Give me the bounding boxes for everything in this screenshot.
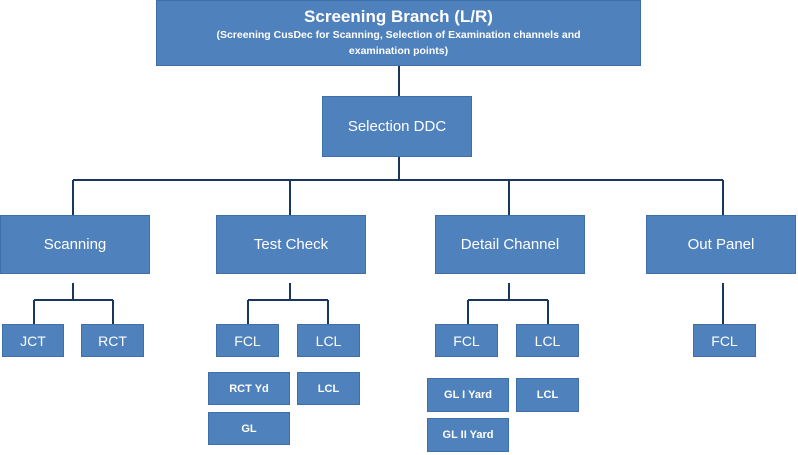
detail-channel-gl-ii-yard-box: GL II Yard [427,418,509,452]
selection-ddc-label: Selection DDC [347,118,447,135]
detail-channel-lcl-label: LCL [534,332,561,349]
detail-channel-box: Detail Channel [435,215,585,274]
selection-ddc-box: Selection DDC [322,96,472,157]
test-check-label: Test Check [253,236,329,253]
test-check-box: Test Check [216,215,366,274]
scanning-jct-label: JCT [20,332,46,349]
test-check-lcl-sub-label: LCL [317,382,340,395]
test-check-fcl-label: FCL [234,332,261,349]
test-check-lcl-box: LCL [297,324,360,357]
screening-branch-subtitle-line2: examination points) [348,45,449,57]
detail-channel-label: Detail Channel [460,236,560,253]
screening-branch-box: Screening Branch (L/R) (Screening CusDec… [156,0,641,66]
test-check-rct-yd-label: RCT Yd [229,382,269,395]
out-panel-label: Out Panel [687,236,755,253]
detail-channel-fcl-label: FCL [453,332,480,349]
scanning-label: Scanning [43,236,107,253]
scanning-jct-box: JCT [2,324,64,357]
out-panel-fcl-label: FCL [711,332,738,349]
out-panel-fcl-box: FCL [693,324,756,357]
detail-channel-lcl-sub-label: LCL [536,389,559,401]
detail-channel-gl-i-yard-label: GL I Yard [444,389,492,401]
scanning-rct-label: RCT [98,332,127,349]
screening-branch-title: Screening Branch (L/R) [304,7,493,26]
detail-channel-fcl-box: FCL [435,324,498,357]
scanning-rct-box: RCT [81,324,144,357]
detail-channel-lcl-sub-box: LCL [516,378,579,412]
test-check-fcl-box: FCL [216,324,279,357]
detail-channel-gl-i-yard-box: GL I Yard [427,378,509,412]
screening-branch-subtitle-line1: (Screening CusDec for Scanning, Selectio… [216,29,581,41]
test-check-rct-yd-box: RCT Yd [208,372,290,405]
test-check-gl-label: GL [241,422,257,435]
test-check-gl-box: GL [208,412,290,445]
test-check-lcl-label: LCL [315,332,342,349]
test-check-lcl-sub-box: LCL [297,372,360,405]
out-panel-box: Out Panel [646,215,796,274]
detail-channel-gl-ii-yard-label: GL II Yard [442,429,494,441]
detail-channel-lcl-box: LCL [516,324,579,357]
scanning-box: Scanning [0,215,150,274]
